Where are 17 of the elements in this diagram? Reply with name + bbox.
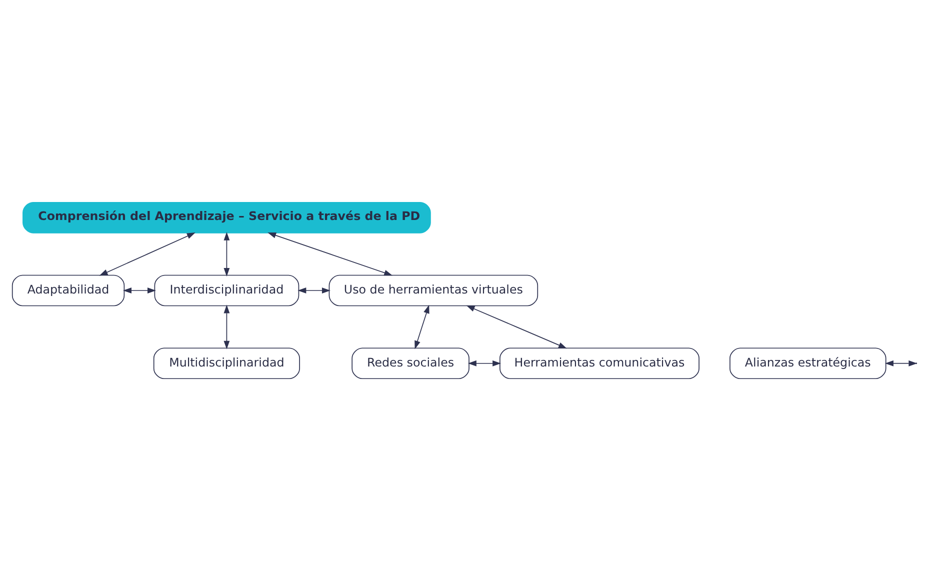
node-box: Adaptabilidad <box>12 274 125 306</box>
node-box: Comprensión del Aprendizaje – Servicio a través de la PD <box>22 202 431 234</box>
node-box: Uso de herramientas virtuales <box>328 274 538 306</box>
arrow <box>224 232 230 276</box>
arrow <box>298 288 330 294</box>
arrow <box>268 232 393 276</box>
arrow <box>123 288 156 294</box>
node-box: Multidisciplinaridad <box>153 348 300 380</box>
arrow <box>414 304 430 350</box>
arrow <box>468 360 502 366</box>
node-box: Interdisciplinaridad <box>154 274 300 306</box>
arrow <box>466 305 567 349</box>
arrow <box>224 304 230 350</box>
node-box: Alianzas estratégicas <box>730 348 886 380</box>
node-box: Herramientas comunicativas <box>500 348 700 380</box>
node-box: Redes sociales <box>352 348 470 380</box>
arrow <box>99 232 196 276</box>
